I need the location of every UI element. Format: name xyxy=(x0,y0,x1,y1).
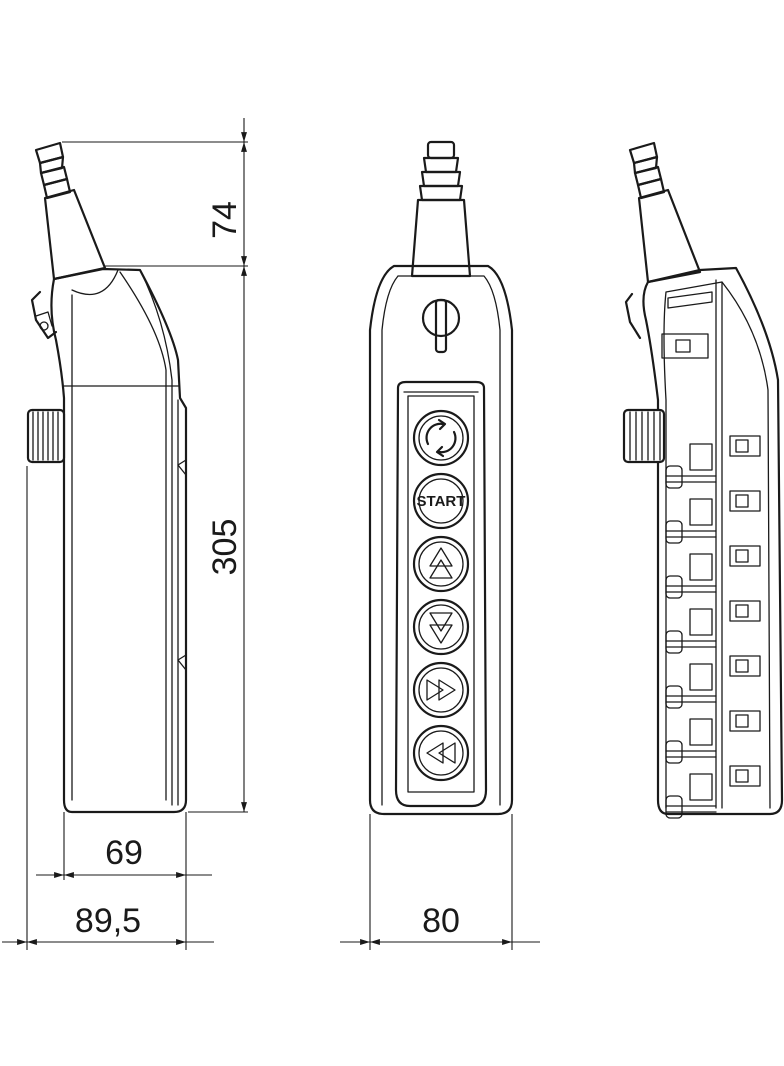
pushbutton-bezel xyxy=(412,409,470,467)
contact-block xyxy=(729,545,761,567)
button-panel xyxy=(394,380,488,808)
start-icon: START xyxy=(417,493,466,510)
front-view: START xyxy=(368,140,514,816)
actuator-rod xyxy=(665,750,717,758)
pushbutton-3 xyxy=(412,535,470,593)
dim-label-body-width: 80 xyxy=(422,902,460,940)
key-switch-icon xyxy=(421,298,461,354)
side-cable-gland xyxy=(34,141,107,281)
up-arrow-icon xyxy=(429,547,453,579)
button-section xyxy=(665,685,683,709)
dim-label-body-height: 305 xyxy=(206,519,244,576)
switch-housing xyxy=(689,608,713,636)
contact-terminal xyxy=(735,769,749,783)
button-section xyxy=(665,795,683,819)
front-body-outline xyxy=(368,264,514,816)
pushbutton-1 xyxy=(412,409,470,467)
side-view xyxy=(26,141,188,814)
front-cable-gland xyxy=(410,140,472,278)
switch-housing xyxy=(689,663,713,691)
actuator-rod xyxy=(665,805,717,813)
dim-label-overall-depth: 89,5 xyxy=(75,902,141,940)
pushbutton-6 xyxy=(412,724,470,782)
down-arrow-icon xyxy=(429,612,453,644)
section-cable-gland xyxy=(628,141,702,284)
pushbutton-label: START xyxy=(417,493,466,510)
button-stack: START xyxy=(412,409,470,782)
switch-housing xyxy=(689,498,713,526)
section-view xyxy=(622,141,784,819)
contact-block xyxy=(729,435,761,457)
contact-block xyxy=(729,765,761,787)
pushbutton-cap xyxy=(418,604,464,650)
fast-forward-icon xyxy=(426,679,456,701)
rotation-arrows-icon xyxy=(425,418,457,458)
actuator-rod xyxy=(665,585,717,593)
contact-terminal xyxy=(735,604,749,618)
pushbutton-cap xyxy=(418,730,464,776)
contact-block xyxy=(729,710,761,732)
section-knurled-knob xyxy=(622,408,666,464)
button-section xyxy=(665,465,683,489)
switch-housing xyxy=(689,553,713,581)
contact-terminal xyxy=(735,439,749,453)
side-body-outline xyxy=(50,267,188,814)
pushbutton-cap xyxy=(418,667,464,713)
pushbutton-4 xyxy=(412,598,470,656)
contact-terminal xyxy=(735,659,749,673)
pushbutton-5 xyxy=(412,661,470,719)
switch-housing xyxy=(689,443,713,471)
pushbutton-cap xyxy=(418,478,464,524)
contact-block xyxy=(729,655,761,677)
section-body-outline xyxy=(642,266,784,816)
pushbutton-bezel xyxy=(412,598,470,656)
pushbutton-bezel xyxy=(412,472,470,530)
pushbutton-cap xyxy=(418,541,464,587)
pushbutton-bezel xyxy=(412,661,470,719)
contact-terminal xyxy=(735,714,749,728)
side-knurled-knob xyxy=(26,408,66,464)
pushbutton-bezel xyxy=(412,535,470,593)
section-switch-blocks xyxy=(665,435,761,819)
dimension-lines xyxy=(2,118,540,950)
dim-label-cable-gland-height: 74 xyxy=(206,201,244,239)
contact-block xyxy=(729,600,761,622)
actuator-rod xyxy=(665,475,717,483)
contact-terminal xyxy=(735,494,749,508)
actuator-rod xyxy=(665,695,717,703)
pushbutton-2: START xyxy=(412,472,470,530)
button-section xyxy=(665,520,683,544)
contact-terminal xyxy=(735,549,749,563)
side-hook-clip xyxy=(30,290,58,340)
button-section xyxy=(665,740,683,764)
contact-block xyxy=(729,490,761,512)
dim-label-body-depth: 69 xyxy=(105,834,143,872)
pushbutton-bezel xyxy=(412,724,470,782)
switch-housing xyxy=(689,718,713,746)
rewind-icon xyxy=(426,742,456,764)
actuator-rod xyxy=(665,640,717,648)
pushbutton-cap xyxy=(418,415,464,461)
actuator-rod xyxy=(665,530,717,538)
button-section xyxy=(665,630,683,654)
switch-housing xyxy=(689,773,713,801)
button-section xyxy=(665,575,683,599)
